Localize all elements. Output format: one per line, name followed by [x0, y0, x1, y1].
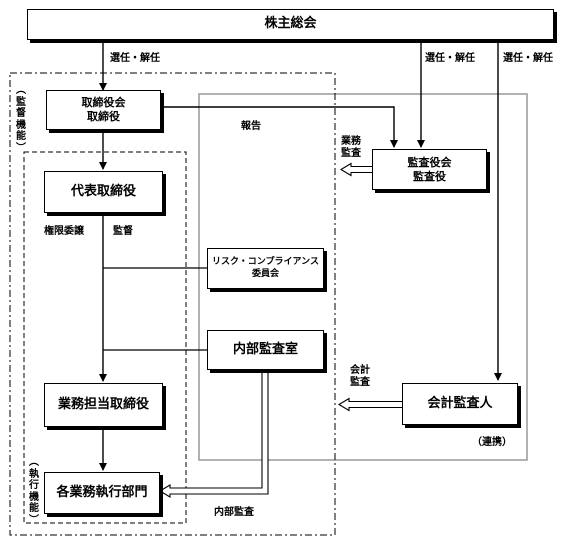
supervisory-function-frame	[9, 72, 336, 536]
elect-dismiss-label-auditors: 選任・解任	[425, 53, 475, 64]
risk-committee-label-line2: 委員会	[251, 268, 279, 279]
auditors-label-line2: 監査役	[413, 169, 446, 183]
accounting-audit-label-line1: 会計	[350, 365, 370, 376]
auditors-label-line1: 監査役会	[407, 155, 452, 169]
board-of-auditors-box: 監査役会 監査役	[372, 149, 487, 190]
executive-function-label: ︵執行機能︶	[29, 457, 39, 526]
arrow-board-report-to-auditors	[161, 106, 398, 148]
arrow-accounting-audit	[337, 397, 402, 412]
supervisory-function-label: ︵監督機能︶	[16, 85, 26, 154]
executive-directors-label: 業務担当取締役	[57, 396, 149, 412]
elect-dismiss-label-accounting-auditor: 選任・解任	[503, 53, 553, 64]
report-label: 報告	[241, 121, 261, 132]
board-of-directors-box: 取締役会 取締役	[46, 90, 161, 130]
accounting-auditor-box: 会計監査人	[402, 383, 518, 425]
accounting-auditor-label: 会計監査人	[427, 395, 493, 411]
executive-directors-box: 業務担当取締役	[44, 383, 163, 427]
shareholders-meeting-box: 株主総会	[27, 9, 554, 40]
accounting-audit-label: 会計 監査	[350, 365, 370, 389]
business-departments-box: 各業務執行部門	[44, 472, 160, 514]
cooperation-frame	[198, 93, 528, 461]
internal-audit-label: 内部監査	[214, 507, 254, 518]
supervision-label: 監督	[113, 226, 133, 237]
risk-compliance-committee-box: リスク・コンプライアンス 委員会	[207, 248, 324, 289]
accounting-audit-label-line2: 監査	[350, 377, 370, 388]
cooperation-label: （連携）	[472, 437, 512, 448]
risk-committee-label-line1: リスク・コンプライアンス	[211, 257, 319, 268]
representative-director-label: 代表取締役	[70, 183, 136, 199]
shareholders-meeting-label: 株主総会	[264, 16, 317, 32]
internal-audit-office-label: 内部監査室	[232, 341, 298, 357]
representative-director-box: 代表取締役	[44, 171, 163, 213]
board-label-line2: 取締役	[87, 110, 120, 123]
business-audit-label: 業務 監査	[341, 136, 361, 160]
business-departments-label: 各業務執行部門	[56, 484, 148, 500]
executive-function-frame	[23, 151, 187, 524]
authority-delegation-label: 権限委譲	[44, 226, 84, 237]
business-audit-label-line2: 監査	[341, 148, 361, 159]
board-label-line1: 取締役会	[81, 96, 126, 110]
arrow-internal-audit-to-departments	[158, 370, 269, 498]
arrow-business-audit	[339, 162, 372, 177]
internal-audit-office-box: 内部監査室	[207, 330, 324, 370]
elect-dismiss-label-board: 選任・解任	[110, 53, 160, 64]
business-audit-label-line1: 業務	[341, 136, 361, 147]
